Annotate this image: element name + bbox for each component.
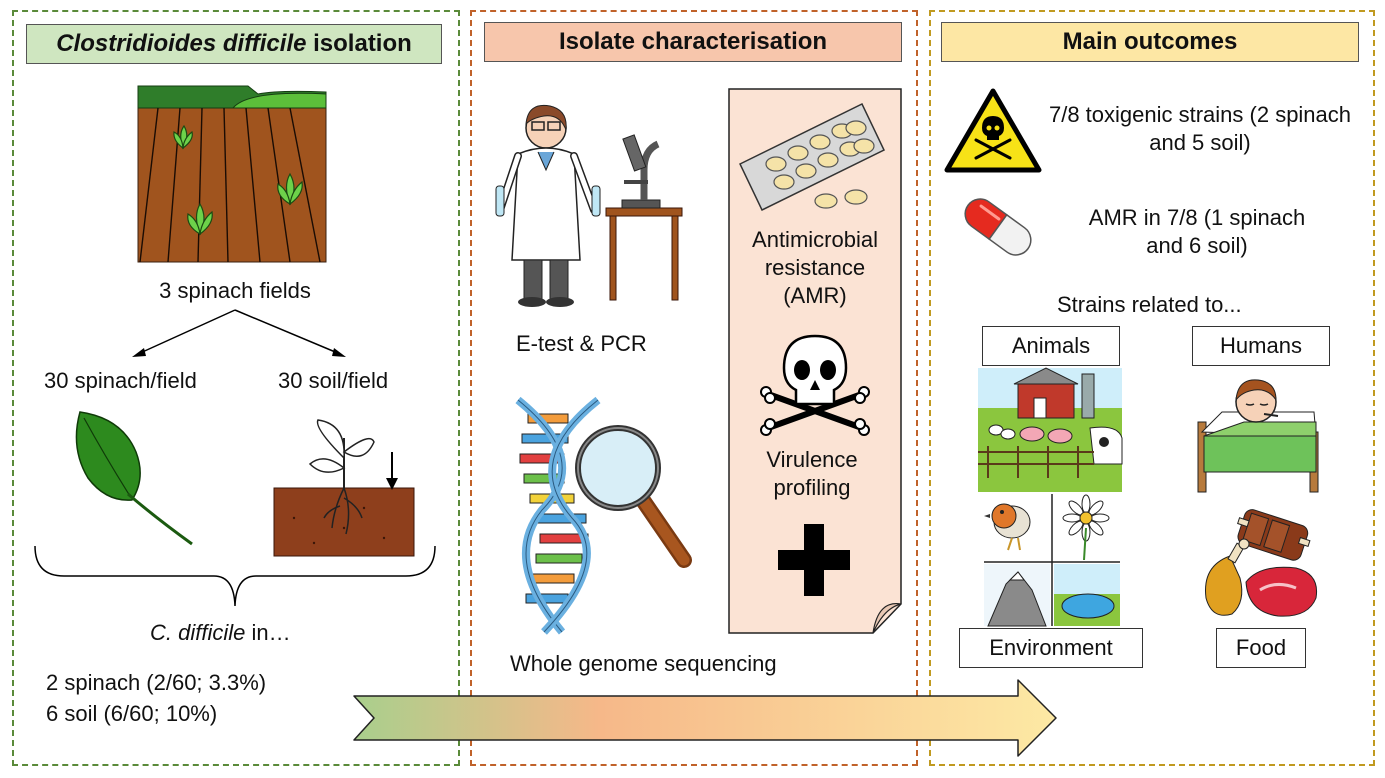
result-spinach: 2 spinach (2/60; 3.3%): [46, 670, 267, 695]
food-icon: [1205, 509, 1318, 617]
workflow-arrow: [353, 679, 1057, 757]
amr-label: Antimicrobial resistance (AMR): [752, 227, 878, 308]
sick-child-icon: [1197, 379, 1319, 493]
environment-icon: [984, 494, 1120, 627]
cdiff-italic: C. difficile: [150, 620, 246, 645]
strains-related-text: Strains related to...: [1057, 292, 1242, 317]
outcomes-header: Main outcomes: [941, 22, 1359, 62]
soil-sample-icon: [273, 419, 415, 557]
amr-outcome-text: AMR in 7/8 (1 spinach and 6 soil): [1088, 205, 1306, 258]
isolation-panel: [12, 10, 460, 766]
etest-pcr-label: E-test & PCR: [516, 331, 647, 356]
grouping-bracket: [34, 545, 436, 607]
humans-label: Humans: [1192, 326, 1330, 366]
spinach-fields-label: 3 spinach fields: [159, 278, 311, 303]
scientist-icon: [495, 104, 683, 307]
spinach-field-icon: [137, 85, 327, 263]
environment-label: Environment: [959, 628, 1143, 668]
result-soil: 6 soil (6/60; 10%): [46, 701, 218, 726]
dna-magnifier-icon: [515, 396, 692, 635]
isolation-title-rest: isolation: [306, 30, 412, 57]
isolation-title-italic: Clostridioides difficile: [56, 30, 307, 57]
pill-blister-icon: [739, 102, 885, 212]
food-label: Food: [1216, 628, 1306, 668]
capsule-icon: [964, 198, 1032, 256]
spinach-per-field-label: 30 spinach/field: [44, 368, 197, 393]
wgs-label: Whole genome sequencing: [510, 651, 777, 676]
outcomes-panel: [929, 10, 1375, 766]
farm-animals-icon: [978, 367, 1123, 492]
toxic-warning-icon: [944, 88, 1042, 173]
cdiff-in-label: C. difficile in…: [150, 620, 291, 646]
toxigenic-text: 7/8 toxigenic strains (2 spinach and 5 s…: [1048, 102, 1352, 155]
cdiff-rest: in…: [245, 620, 291, 645]
soil-per-field-label: 30 soil/field: [278, 368, 389, 393]
skull-crossbones-icon: [760, 334, 870, 436]
spinach-leaf-icon: [75, 411, 193, 546]
plus-icon: [778, 524, 850, 596]
split-arrows: [132, 309, 346, 357]
animals-label: Animals: [982, 326, 1120, 366]
characterisation-header: Isolate characterisation: [484, 22, 902, 62]
virulence-label: Virulence profiling: [766, 447, 858, 500]
characterisation-panel: [470, 10, 918, 766]
isolation-header: Clostridioides difficile isolation: [26, 24, 442, 64]
